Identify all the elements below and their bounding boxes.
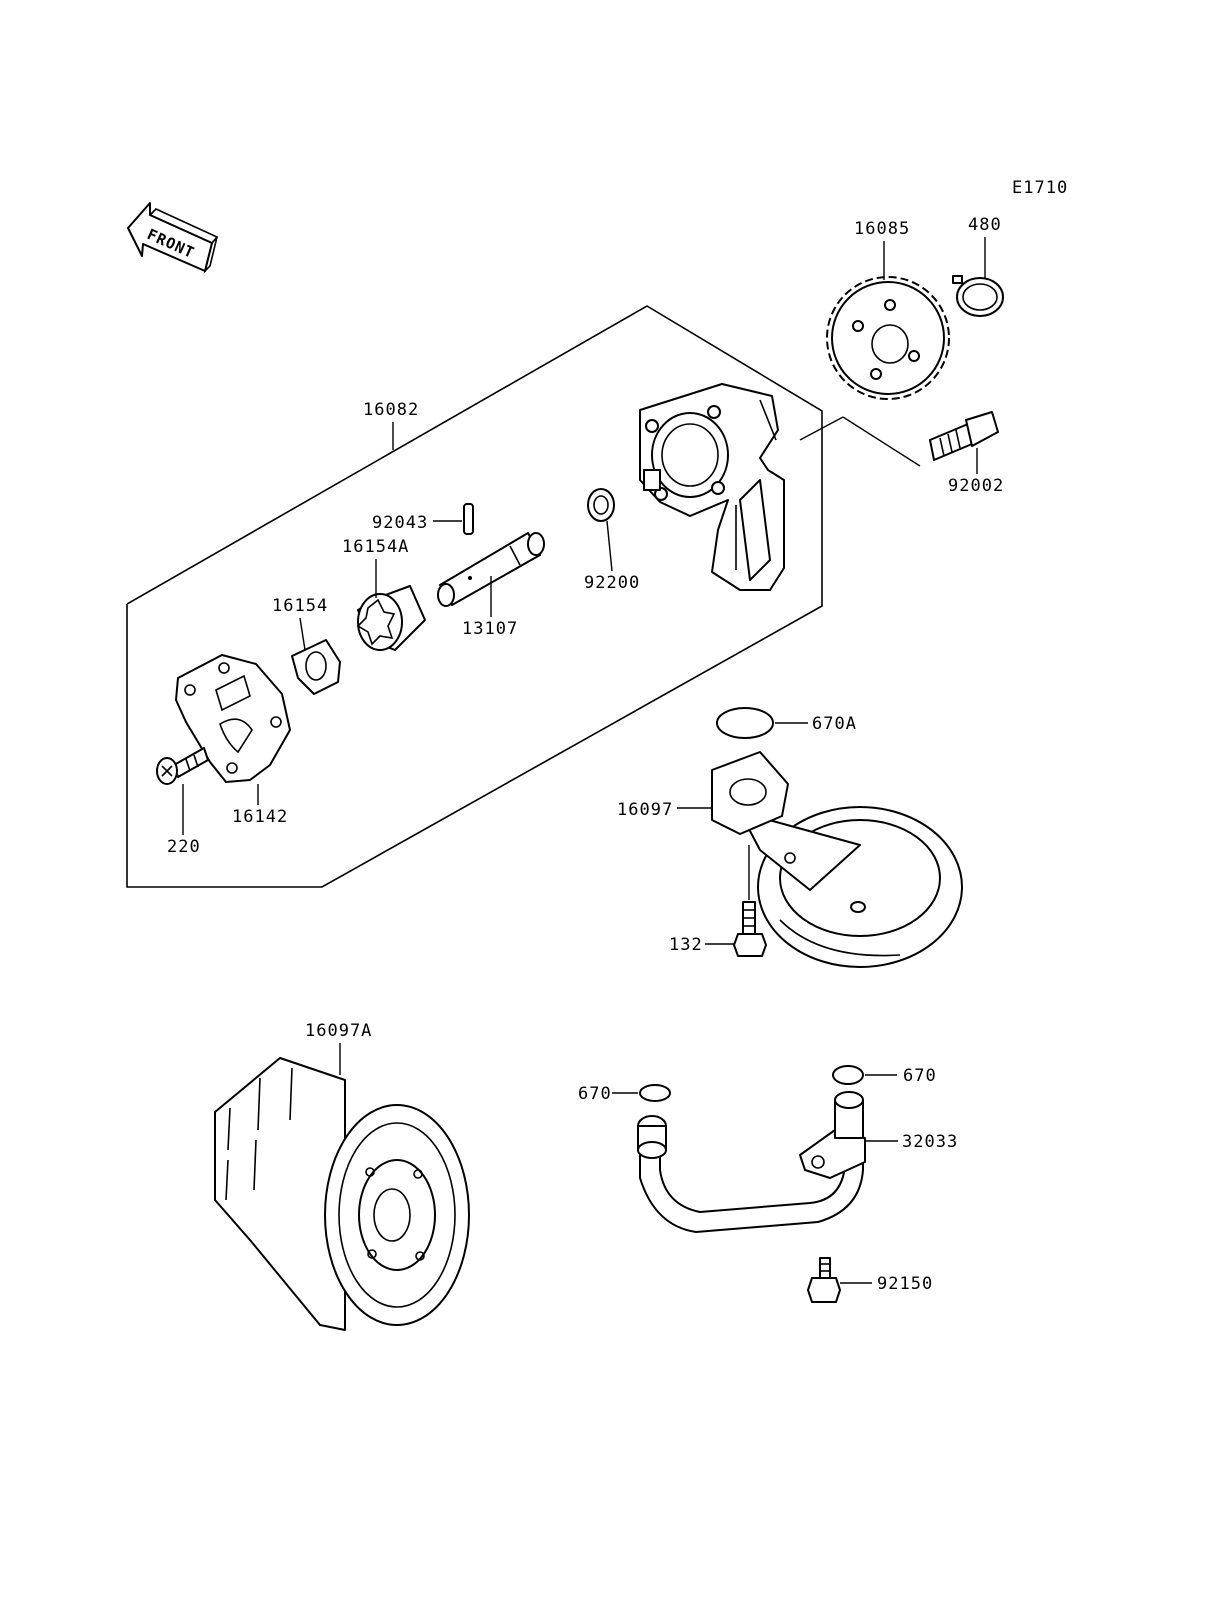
screw-220 [156,747,209,785]
part-label-132: 132 [669,935,703,955]
diagram-code: E1710 [1012,178,1068,198]
outer-rotor-16154A [356,585,426,651]
part-label-92002: 92002 [948,476,1004,496]
part-label-32033: 32033 [902,1132,958,1152]
part-label-13107: 13107 [462,619,518,639]
inner-rotor-16154 [291,639,341,695]
part-label-670A: 670A [812,714,857,734]
o-ring-670A [716,707,774,739]
front-arrow-icon: FRONT [127,202,219,274]
oil-filter-16097A [214,1057,470,1331]
oil-pipe-32033 [637,1091,866,1233]
oil-strainer-16097 [711,751,963,968]
part-label-16097A: 16097A [305,1021,372,1041]
part-label-16154A: 16154A [342,537,409,557]
part-label-92200: 92200 [584,573,640,593]
o-ring-670-right [832,1065,864,1085]
part-label-16097: 16097 [617,800,673,820]
washer-92200 [587,488,615,522]
part-label-670-right: 670 [903,1066,937,1086]
oil-pump-body [639,383,785,591]
part-label-92043: 92043 [372,513,428,533]
part-label-670-left: 670 [578,1084,612,1104]
part-label-92150: 92150 [877,1274,933,1294]
circlip-480 [952,275,1004,317]
part-label-16154: 16154 [272,596,328,616]
part-label-16082: 16082 [363,400,419,420]
part-label-480: 480 [968,215,1002,235]
part-label-16085: 16085 [854,219,910,239]
oil-pump-assembly-frame [126,305,921,888]
bolt-132 [733,901,767,957]
part-label-220: 220 [167,837,201,857]
shaft-13107 [437,532,545,607]
bolt-92002 [929,411,999,461]
part-label-16142: 16142 [232,807,288,827]
o-ring-670-left [639,1084,671,1102]
bolt-92150 [807,1257,841,1303]
pin-92043 [463,503,474,535]
sprocket-gear-16085 [826,276,950,400]
